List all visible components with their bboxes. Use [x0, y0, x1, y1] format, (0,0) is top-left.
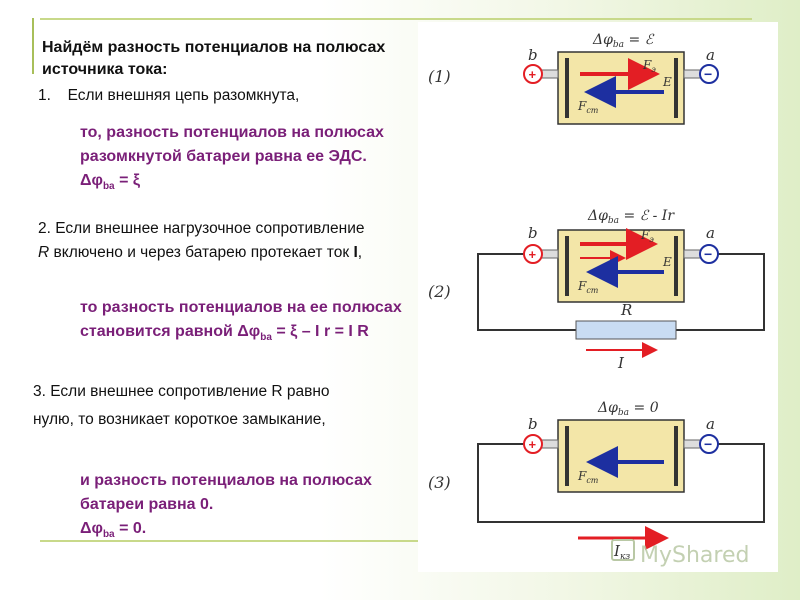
terminal-a-label: a	[706, 415, 715, 433]
case-3-equation: Δφba = 0	[597, 400, 659, 418]
case-1-force-st-label: Fст	[577, 99, 599, 115]
item-1-result-text: то, разность потенциалов на полюсах разо…	[80, 124, 384, 165]
terminal-a-label: a	[706, 46, 715, 64]
item-1-text: Если внешняя цепь разомкнута,	[67, 87, 300, 104]
decor-line-left	[32, 18, 34, 74]
decor-line-top	[40, 18, 752, 20]
plus-sign: +	[529, 67, 537, 82]
case-2-wire-left	[477, 253, 576, 331]
item-2-i: I	[353, 244, 358, 261]
case-3-label: (3)	[428, 473, 451, 492]
item-2-formula: Δφba = ξ – I r = I R	[237, 323, 369, 344]
item-2: 2. Если внешнее нагрузочное сопротивлени…	[38, 220, 365, 261]
case-2-force-st-label: Fст	[577, 279, 599, 295]
case-1-plate-right	[674, 58, 678, 118]
resistor-label: R	[620, 301, 632, 319]
item-2-result: то разность потенциалов на ее полюсах ст…	[80, 299, 402, 344]
case-3-plus-terminal	[523, 434, 543, 454]
case-2-force-ext-label: Fэ	[640, 228, 654, 244]
current-label: I	[617, 354, 625, 372]
case-3-battery	[557, 419, 685, 493]
case-1: (1) Δφba = ℰ + − b a Fэ E Fст	[428, 32, 719, 125]
item-3: 3. Если внешнее сопротивление R равно ну…	[33, 383, 330, 428]
watermark-text: MyShared	[640, 543, 749, 568]
case-2-resistor	[575, 320, 677, 340]
slide-title: Найдём разность потенциалов на полюсах и…	[42, 39, 386, 78]
terminal-a-label: a	[706, 224, 715, 242]
case-2-minus-terminal	[699, 244, 719, 264]
item-1-number: 1.	[38, 87, 51, 104]
plus-sign: +	[529, 247, 537, 262]
case-1-equation: Δφba = ℰ	[592, 32, 655, 50]
case-1-minus-terminal	[699, 64, 719, 84]
item-3-result: и разность потенциалов на полюсах батаре…	[80, 472, 372, 541]
item-3-formula: Δφba = 0.	[80, 520, 147, 541]
case-3-plate-right	[674, 426, 678, 486]
minus-sign: −	[704, 66, 712, 82]
terminal-b-label: b	[528, 224, 538, 242]
case-1-plus-terminal	[523, 64, 543, 84]
case-2-battery	[557, 229, 685, 303]
terminal-b-label: b	[528, 415, 538, 433]
case-2-plate-left	[565, 236, 569, 296]
case-2: (2) Δφba = ℰ - Ir + − b a Fэ E Fст R I	[428, 208, 765, 372]
case-3-short-current-label: Iкз	[613, 542, 630, 562]
case-2-plus-terminal	[523, 244, 543, 264]
case-3-plate-left	[565, 426, 569, 486]
case-3: (3) Δφba = 0 + − b a Fст Iкз MyShared	[428, 400, 765, 568]
case-3-minus-terminal	[699, 434, 719, 454]
case-2-field-label: E	[662, 255, 672, 269]
case-1-field-label: E	[662, 75, 672, 89]
terminal-b-label: b	[528, 46, 538, 64]
case-1-force-ext-label: Fэ	[642, 58, 656, 74]
circuit-figure: (1) Δφba = ℰ + − b a Fэ E Fст (2) Δφba =…	[418, 22, 778, 572]
item-1: 1. Если внешняя цепь разомкнута,	[38, 84, 299, 108]
case-1-battery	[557, 51, 685, 125]
case-1-plate-left	[565, 58, 569, 118]
watermark-logo-icon: MyShared	[611, 539, 749, 568]
minus-sign: −	[704, 436, 712, 452]
plus-sign: +	[529, 437, 537, 452]
item-2-r: R	[38, 244, 50, 261]
case-1-label: (1)	[428, 67, 451, 86]
item-1-result: то, разность потенциалов на полюсах разо…	[80, 121, 410, 199]
case-2-wire-right	[676, 253, 765, 331]
case-2-plate-right	[674, 236, 678, 296]
case-2-equation: Δφba = ℰ - Ir	[587, 208, 675, 226]
case-3-force-st-label: Fст	[577, 469, 599, 485]
case-3-short-wire	[477, 443, 765, 523]
item-1-formula: Δφba = ξ	[80, 172, 140, 193]
case-2-label: (2)	[428, 282, 451, 301]
minus-sign: −	[704, 246, 712, 262]
decor-line-bottom	[40, 540, 420, 542]
circuit-diagram: (1) Δφba = ℰ + − b a Fэ E Fст (2) Δφba =…	[428, 32, 765, 568]
